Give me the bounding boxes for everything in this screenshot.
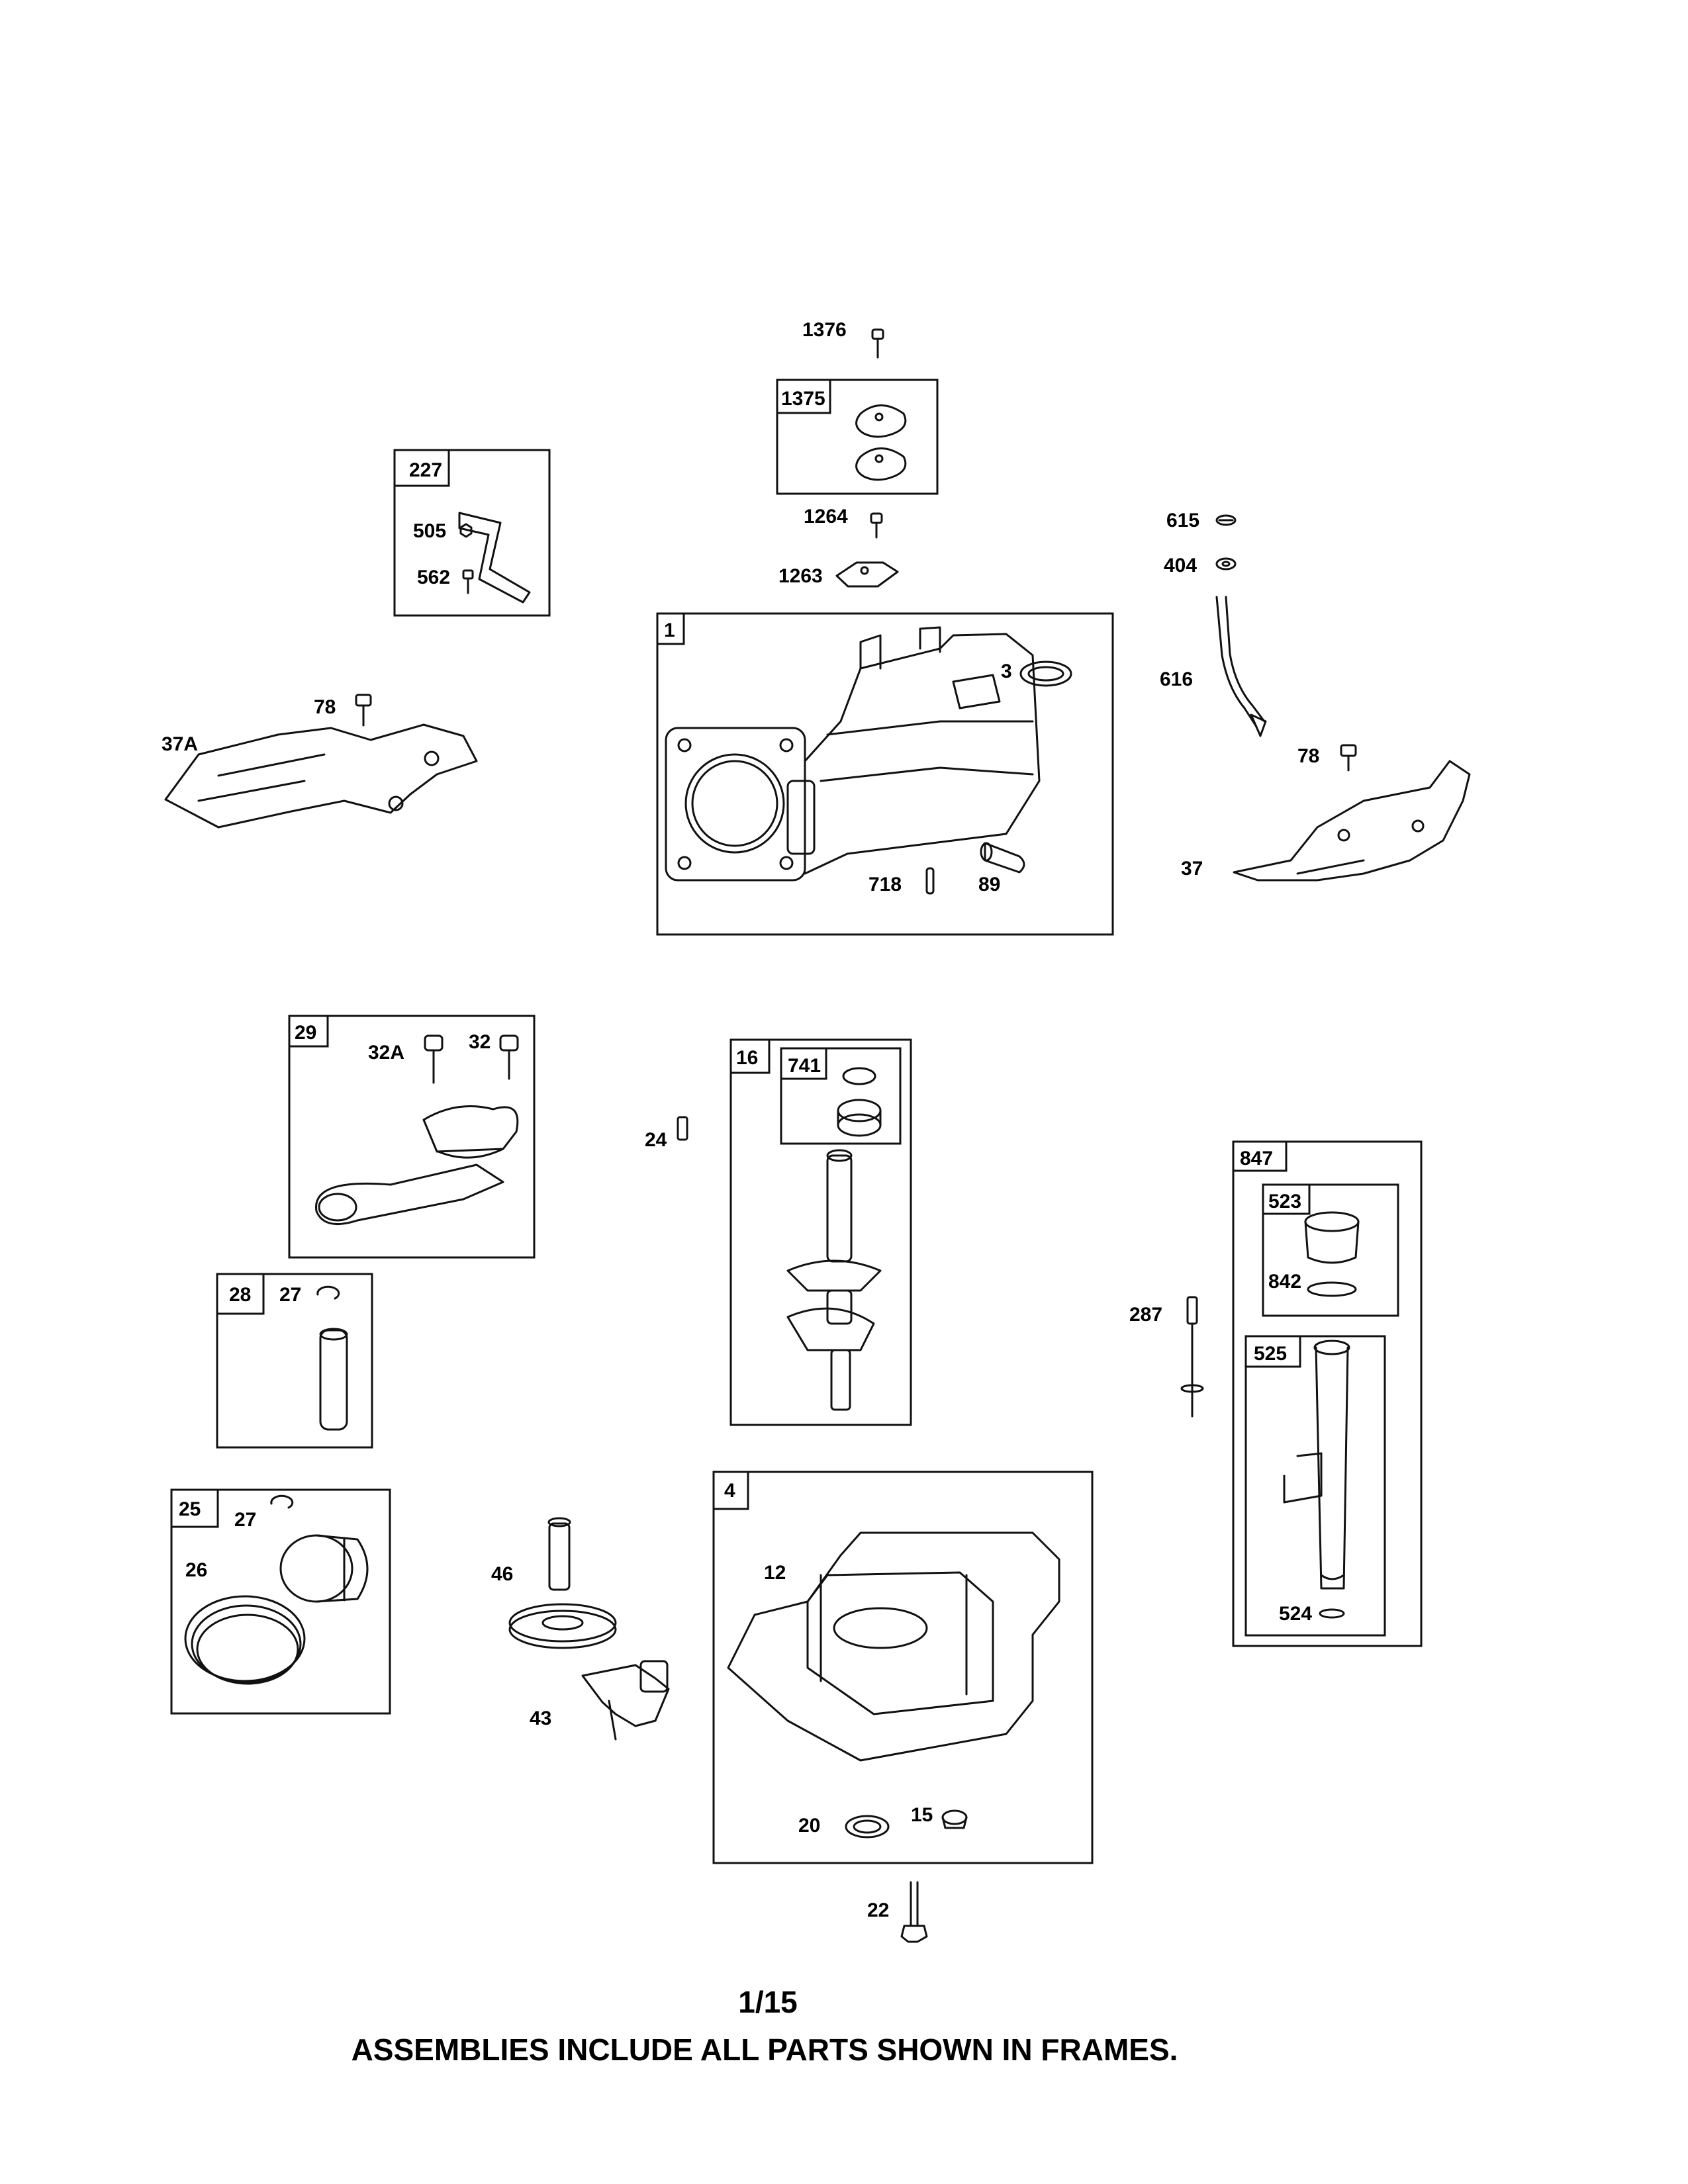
pads-1375-drawing — [855, 404, 907, 481]
callout-718: 718 — [868, 874, 902, 895]
callout-616: 616 — [1160, 668, 1193, 690]
cylinder-block-1-drawing — [665, 626, 1041, 882]
callout-32: 32 — [469, 1031, 491, 1053]
pin-718-drawing — [925, 867, 935, 895]
callout-22: 22 — [867, 1899, 889, 1921]
plate-1263-drawing — [835, 561, 899, 588]
bolt-287-drawing — [1180, 1296, 1204, 1418]
frame-741: 741 — [780, 1047, 902, 1145]
callout-78: 78 — [314, 696, 336, 718]
frame-1375: 1375 — [776, 379, 939, 495]
bracket-227-drawing — [458, 512, 531, 604]
gear-741-drawing — [837, 1067, 882, 1137]
frame-29: 29 — [288, 1015, 536, 1259]
seal-3-drawing — [1019, 660, 1072, 687]
frame-28: 28 — [216, 1273, 373, 1449]
callout-404: 404 — [1164, 555, 1197, 576]
callout-615: 615 — [1166, 510, 1199, 531]
bolt-78-drawing — [355, 694, 372, 727]
screw-1376-drawing — [871, 328, 884, 359]
callout-1264: 1264 — [804, 506, 848, 527]
callout-1376: 1376 — [802, 319, 847, 341]
grommet-615-drawing — [1215, 514, 1237, 526]
rings-26-drawing — [184, 1595, 306, 1685]
callout-842: 842 — [1268, 1271, 1301, 1293]
screw-1264-drawing — [870, 512, 883, 539]
callout-46: 46 — [491, 1563, 513, 1585]
callout-37: 37 — [1181, 858, 1203, 880]
callout-32A: 32A — [368, 1042, 404, 1064]
frame-label-523: 523 — [1268, 1191, 1301, 1212]
frame-525: 525 — [1244, 1335, 1386, 1637]
callout-78-right: 78 — [1297, 745, 1319, 767]
connecting-rod-29-drawing — [315, 1034, 519, 1226]
footer-note: ASSEMBLIES INCLUDE ALL PARTS SHOWN IN FR… — [351, 2032, 1178, 2067]
seal-20-drawing — [845, 1815, 890, 1839]
tube-616-drawing — [1215, 596, 1267, 737]
wrist-pin-28-drawing — [319, 1328, 348, 1431]
sleeve-89-drawing — [980, 842, 1025, 874]
frame-label-1375: 1375 — [781, 388, 825, 410]
callout-505: 505 — [413, 520, 446, 542]
callout-3: 3 — [1001, 660, 1012, 682]
callout-26: 26 — [185, 1559, 207, 1581]
frame-16: 16 — [729, 1038, 912, 1426]
frame-label-16: 16 — [736, 1047, 758, 1069]
frame-label-1: 1 — [664, 619, 675, 641]
frame-label-29: 29 — [295, 1022, 316, 1044]
clip-27-drawing — [316, 1285, 340, 1300]
frame-label-227: 227 — [409, 459, 442, 481]
page-number: 1/15 — [738, 1985, 798, 2019]
callout-524: 524 — [1279, 1603, 1312, 1625]
shroud-37-drawing — [1233, 760, 1471, 882]
clip-27b-drawing — [270, 1494, 294, 1509]
callout-562: 562 — [417, 567, 450, 588]
callout-27: 27 — [279, 1284, 301, 1306]
frame-523: 523 — [1262, 1183, 1399, 1317]
tube-525-drawing — [1283, 1340, 1350, 1619]
bolt-78b-drawing — [1340, 744, 1357, 772]
callout-287: 287 — [1129, 1304, 1162, 1326]
frame-label-847: 847 — [1240, 1148, 1273, 1169]
callout-24: 24 — [645, 1129, 667, 1151]
frame-4: 4 — [712, 1471, 1094, 1864]
frame-1: 1 — [656, 612, 1114, 936]
callout-1263: 1263 — [778, 565, 823, 587]
frame-847: 847 — [1232, 1140, 1423, 1647]
sump-4-drawing — [727, 1531, 1060, 1762]
crankshaft-16-drawing — [786, 1149, 882, 1411]
cap-523-drawing — [1304, 1211, 1360, 1297]
callout-37A: 37A — [162, 733, 198, 755]
callout-12: 12 — [764, 1562, 786, 1584]
callout-43: 43 — [530, 1707, 551, 1729]
callout-20: 20 — [798, 1815, 820, 1837]
frame-label-28: 28 — [229, 1284, 251, 1306]
piston-25-drawing — [279, 1534, 369, 1603]
washer-404-drawing — [1215, 557, 1237, 570]
callout-15: 15 — [911, 1804, 933, 1826]
camshaft-46-drawing — [508, 1517, 617, 1649]
frame-25: 25 — [170, 1488, 391, 1715]
frame-label-25: 25 — [179, 1498, 201, 1520]
callout-27-piston: 27 — [234, 1509, 256, 1531]
shroud-37A-drawing — [164, 723, 478, 829]
bolt-22-drawing — [900, 1881, 928, 1943]
frame-label-741: 741 — [788, 1055, 821, 1077]
frame-label-525: 525 — [1254, 1343, 1287, 1365]
callout-89: 89 — [978, 874, 1000, 895]
governor-43-drawing — [581, 1660, 670, 1741]
frame-227: 227 — [393, 449, 551, 617]
key-24-drawing — [677, 1116, 688, 1141]
plug-15-drawing — [941, 1809, 968, 1829]
frame-label-4: 4 — [724, 1480, 735, 1502]
